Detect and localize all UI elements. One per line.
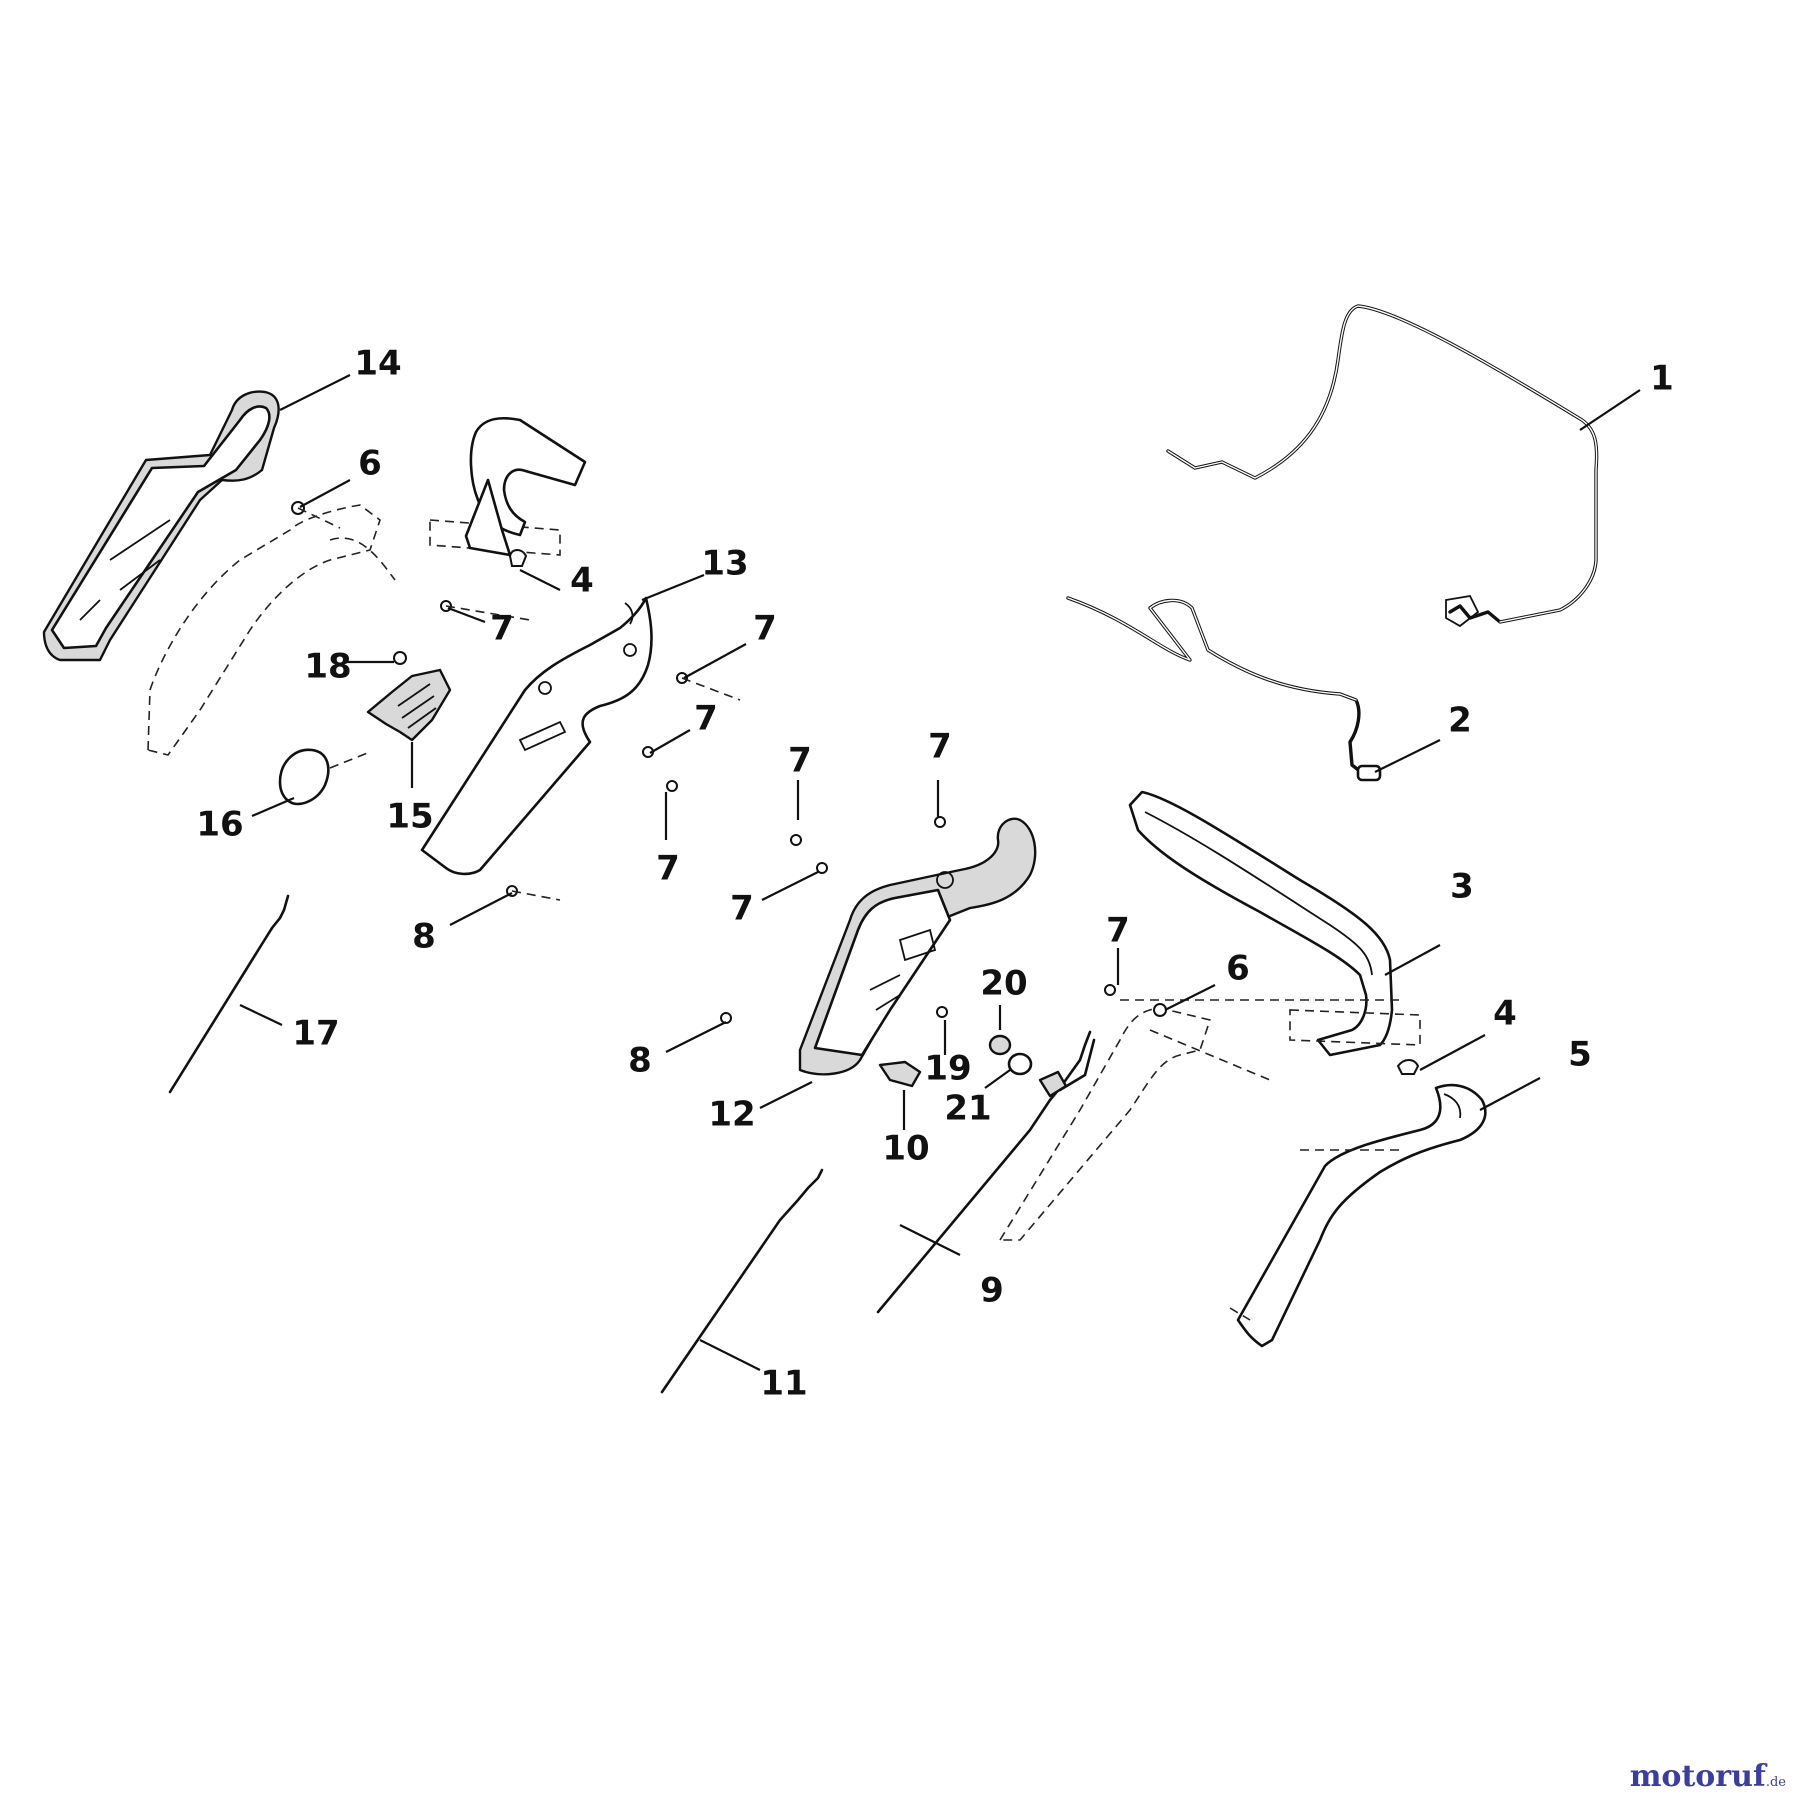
upper-handle-tube-part-3 (1120, 790, 1400, 1081)
label-6-right: 6 (1226, 949, 1250, 989)
label-19: 19 (924, 1049, 971, 1089)
brand-tld: .de (1765, 1775, 1786, 1790)
fasteners (291, 501, 1420, 1075)
label-7-h: 7 (1106, 911, 1130, 951)
brand-name: motoruf (1629, 1759, 1766, 1794)
label-9: 9 (980, 1271, 1004, 1311)
lower-bail-wire-part-2 (1066, 596, 1382, 782)
part-labels: 1 2 3 4 4 5 6 6 7 7 7 7 7 7 7 7 7 8 8 9 … (196, 344, 1674, 1404)
grip-cover-part-12 (798, 817, 1037, 1076)
label-1: 1 (1650, 359, 1674, 399)
label-18: 18 (304, 647, 351, 687)
label-7-b: 7 (753, 609, 777, 649)
upper-handle-dashed-outline-left (147, 504, 561, 756)
label-8-center: 8 (628, 1041, 652, 1081)
label-20: 20 (980, 964, 1027, 1004)
label-3: 3 (1450, 867, 1474, 907)
bail-wire-part-1 (1166, 304, 1599, 628)
label-10: 10 (882, 1129, 929, 1169)
label-7-g: 7 (730, 889, 754, 929)
label-6-left: 6 (358, 444, 382, 484)
label-7-e: 7 (788, 741, 812, 781)
lever-part-10 (878, 1060, 922, 1088)
label-14: 14 (354, 344, 401, 384)
nut-part-20 (988, 1034, 1012, 1056)
cable-clamp-part-15 (366, 668, 452, 742)
handle-tube-top-center (464, 416, 587, 557)
lower-handle-dashed-outline (998, 1007, 1421, 1241)
label-16: 16 (196, 805, 243, 845)
motoruf-watermark: motoruf.de (1630, 1759, 1786, 1794)
label-21: 21 (944, 1089, 991, 1129)
cap-part-16 (278, 748, 371, 806)
leader-lines (239, 374, 1641, 1371)
lower-handle-cover-part-5 (1229, 1083, 1487, 1348)
label-12: 12 (708, 1095, 755, 1135)
grip-cover-part-14 (42, 390, 280, 662)
label-7-d: 7 (656, 849, 680, 889)
label-5: 5 (1568, 1035, 1592, 1075)
label-7-a: 7 (490, 609, 514, 649)
label-17: 17 (292, 1014, 339, 1054)
label-4-right: 4 (1493, 994, 1517, 1034)
cable-part-9 (876, 1030, 1096, 1314)
bracket-plate-part-13 (420, 596, 653, 876)
cable-part-17 (168, 894, 290, 1094)
label-13: 13 (701, 544, 748, 584)
cable-part-11 (660, 1168, 824, 1394)
label-2: 2 (1448, 701, 1472, 741)
label-8-left: 8 (412, 917, 436, 957)
label-11: 11 (760, 1364, 807, 1404)
label-4-left: 4 (570, 561, 594, 601)
label-15: 15 (386, 797, 433, 837)
bushing-part-21 (1007, 1052, 1033, 1076)
label-7-f: 7 (928, 727, 952, 767)
label-7-c: 7 (694, 699, 718, 739)
